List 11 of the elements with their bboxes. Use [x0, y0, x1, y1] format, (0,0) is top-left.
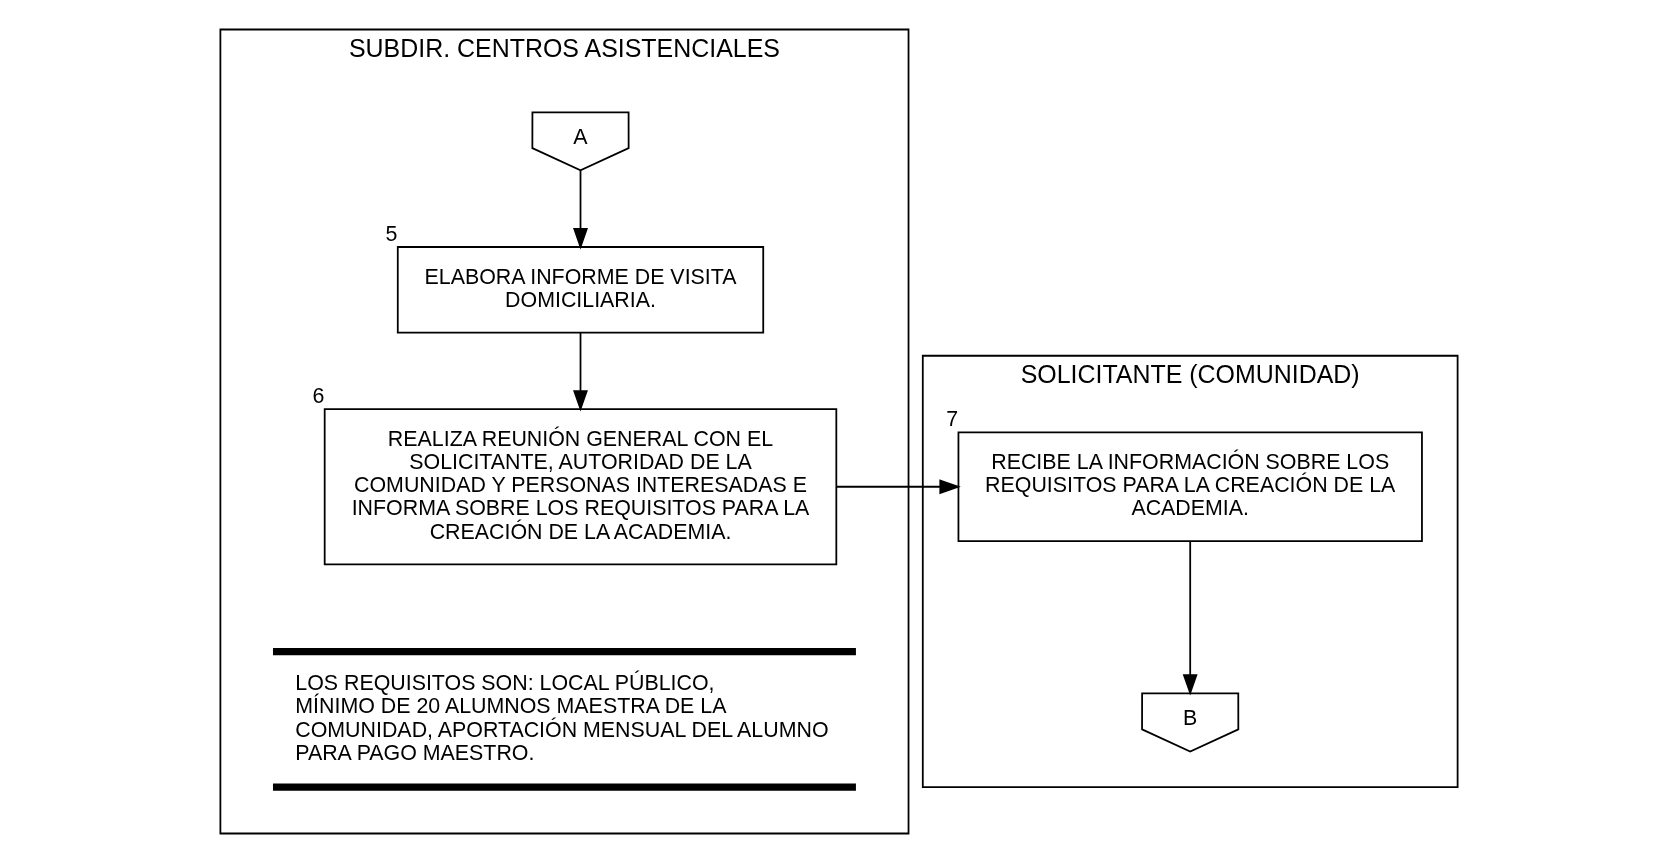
node-label: 7 [945, 407, 958, 432]
node-label: 5 [385, 221, 397, 246]
arrow [572, 331, 588, 412]
node-box: ELABORA INFORME DE VISITA DOMICILIARIA. [396, 246, 764, 334]
node-label: 6 [312, 384, 324, 409]
arrow [835, 479, 961, 495]
node-box: REALIZA REUNIÓN GENERAL CON EL SOLICITANTE, AUTORIDAD DE LA COMUNIDAD Y PERSONAS INTERESADAS E INFORMA SOBRE LOS REQUISITOS PARA LA CREACIÓN DE LA ACADEMIA. [323, 408, 837, 566]
arrow [572, 169, 588, 250]
node-text: LOS REQUISITOS SON: LOCAL PÚBLICO, MÍNIMO DE 20 ALUMNOS MAESTRA DE LA COMUNIDAD, APORTACIÓN MENSUAL DEL ALUMNO PARA PAGO MAESTRO. [294, 671, 829, 765]
arrow [1182, 540, 1198, 696]
node-box: RECIBE LA INFORMACIÓN SOBRE LOS REQUISITOS PARA LA CREACIÓN DE LA ACADEMIA. [957, 431, 1423, 543]
